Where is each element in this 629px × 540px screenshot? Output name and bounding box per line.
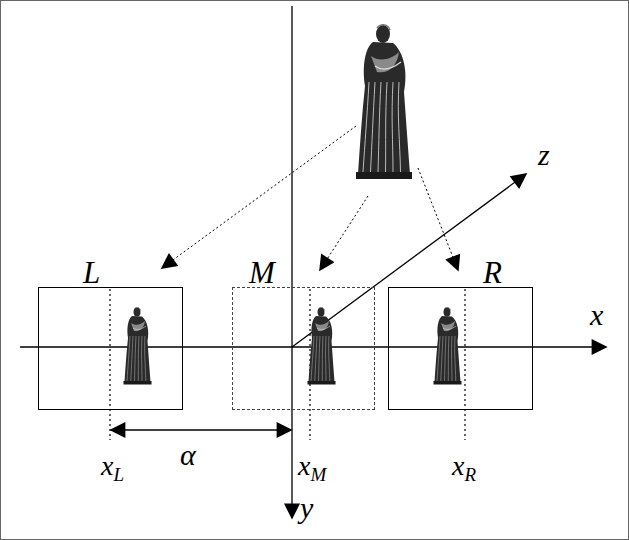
image-frame: R bbox=[388, 287, 533, 410]
image-frame: L bbox=[38, 287, 183, 410]
view-label: M bbox=[249, 257, 275, 288]
dimension-label: α bbox=[180, 440, 196, 470]
view-label: L bbox=[83, 257, 100, 288]
coordinate-label: xM bbox=[298, 452, 326, 484]
guide-line bbox=[110, 289, 465, 440]
axis-label: x bbox=[590, 300, 603, 330]
axis-label: z bbox=[538, 140, 550, 170]
statue-image bbox=[434, 307, 462, 384]
projection-arrow bbox=[162, 126, 458, 270]
axis-label: y bbox=[300, 493, 313, 523]
image-frame: M bbox=[232, 287, 375, 410]
statue-image bbox=[124, 307, 152, 384]
coordinate-label: xR bbox=[452, 452, 476, 484]
axis bbox=[20, 6, 606, 518]
statue bbox=[356, 25, 412, 179]
coordinate-label: xL bbox=[101, 452, 124, 484]
dimension-arrow bbox=[111, 429, 291, 430]
view-label: R bbox=[483, 257, 502, 288]
statue-image bbox=[308, 307, 336, 384]
